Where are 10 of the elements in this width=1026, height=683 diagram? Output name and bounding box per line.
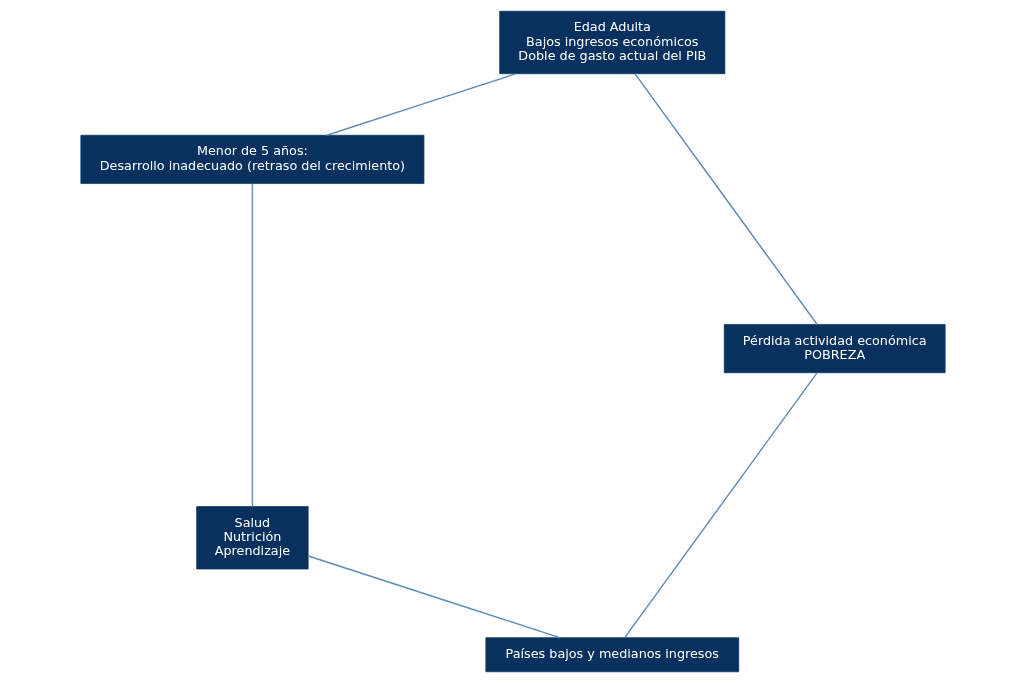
connector <box>624 372 818 639</box>
node-box: Pérdida actividad económica POBREZA <box>723 324 946 374</box>
node-box: Salud Nutrición Aprendizaje <box>196 506 309 570</box>
node-box: Países bajos y medianos ingresos <box>485 637 740 673</box>
connector <box>326 73 517 136</box>
node-box: Edad Adulta Bajos ingresos económicos Doble de gasto actual del PIB <box>499 10 726 75</box>
connector <box>251 182 254 508</box>
node-box: Menor de 5 años: Desarrollo inadecuado (retraso del crecimiento) <box>80 134 425 184</box>
connector <box>307 555 561 639</box>
connector <box>634 73 818 325</box>
